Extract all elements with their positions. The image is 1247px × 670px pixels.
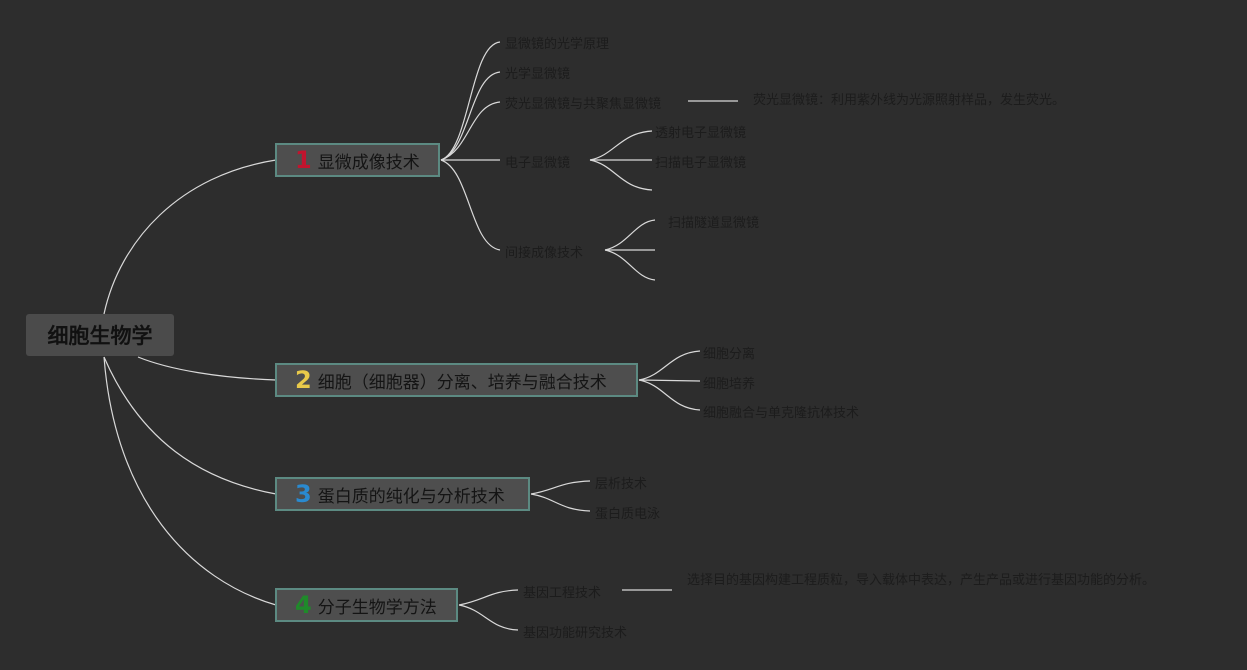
branch-label: 分子生物学方法 [317,597,437,618]
link-root-b2 [137,356,277,381]
branch-imaging[interactable]: 1 显微成像技术 [275,143,440,177]
link-b4-c1 [458,589,519,606]
leaf-optical-principle[interactable]: 显微镜的光学原理 [505,37,610,52]
link-em-c3 [589,159,653,191]
link-b3-c1 [530,480,591,495]
link-b2-c1 [638,350,701,381]
branch-cell-separation[interactable]: 2 细胞（细胞器）分离、培养与融合技术 [275,363,638,397]
note-genetic-engineering[interactable]: 选择目的基因构建工程质粒，导入载体中表达，产生产品或进行基因功能的分析。 [687,573,1156,588]
link-b2-c3 [638,379,701,411]
leaf-stm[interactable]: 扫描隧道显微镜 [668,216,760,231]
link-root-b1 [103,159,277,315]
number-4-icon: 4 [295,591,312,619]
link-root-b3 [103,356,277,495]
link-b1-c1 [440,41,501,161]
leaf-chromatography[interactable]: 层析技术 [595,477,648,492]
leaf-electron-microscope[interactable]: 电子显微镜 [505,156,571,171]
link-ind-c1 [604,219,656,251]
leaf-fluorescence-confocal[interactable]: 荧光显微镜与共聚焦显微镜 [505,97,662,112]
branch-protein[interactable]: 3 蛋白质的纯化与分析技术 [275,477,530,511]
branch-label: 显微成像技术 [317,152,420,173]
leaf-indirect-imaging[interactable]: 间接成像技术 [505,246,584,261]
link-em-c1 [589,130,653,161]
note-fluorescence[interactable]: 荧光显微镜：利用紫外线为光源照射样品，发生荧光。 [753,93,1066,108]
link-b3-c2 [530,493,591,512]
leaf-cell-fusion[interactable]: 细胞融合与单克隆抗体技术 [703,406,860,421]
branch-molecular[interactable]: 4 分子生物学方法 [275,588,458,622]
link-ind-c3 [604,249,656,281]
link-b4-c2 [458,604,519,631]
leaf-light-microscope[interactable]: 光学显微镜 [505,67,571,82]
leaf-cell-separation[interactable]: 细胞分离 [703,347,756,362]
root-topic[interactable]: 细胞生物学 [26,314,174,356]
number-2-icon: 2 [295,366,312,394]
branch-label: 细胞（细胞器）分离、培养与融合技术 [317,372,607,393]
link-b1-c3 [440,101,501,161]
leaf-gene-function[interactable]: 基因功能研究技术 [523,626,628,641]
link-b2-c2 [638,379,701,382]
link-root-b4 [103,356,277,606]
link-b1-c5 [440,159,501,251]
leaf-genetic-engineering[interactable]: 基因工程技术 [523,586,602,601]
link-b1-c2 [440,71,501,161]
number-3-icon: 3 [295,480,312,508]
leaf-cell-culture[interactable]: 细胞培养 [703,377,756,392]
leaf-sem[interactable]: 扫描电子显微镜 [655,156,747,171]
leaf-tem[interactable]: 透射电子显微镜 [655,126,747,141]
branch-label: 蛋白质的纯化与分析技术 [317,486,505,507]
number-1-icon: 1 [295,146,312,174]
leaf-electrophoresis[interactable]: 蛋白质电泳 [595,507,661,522]
